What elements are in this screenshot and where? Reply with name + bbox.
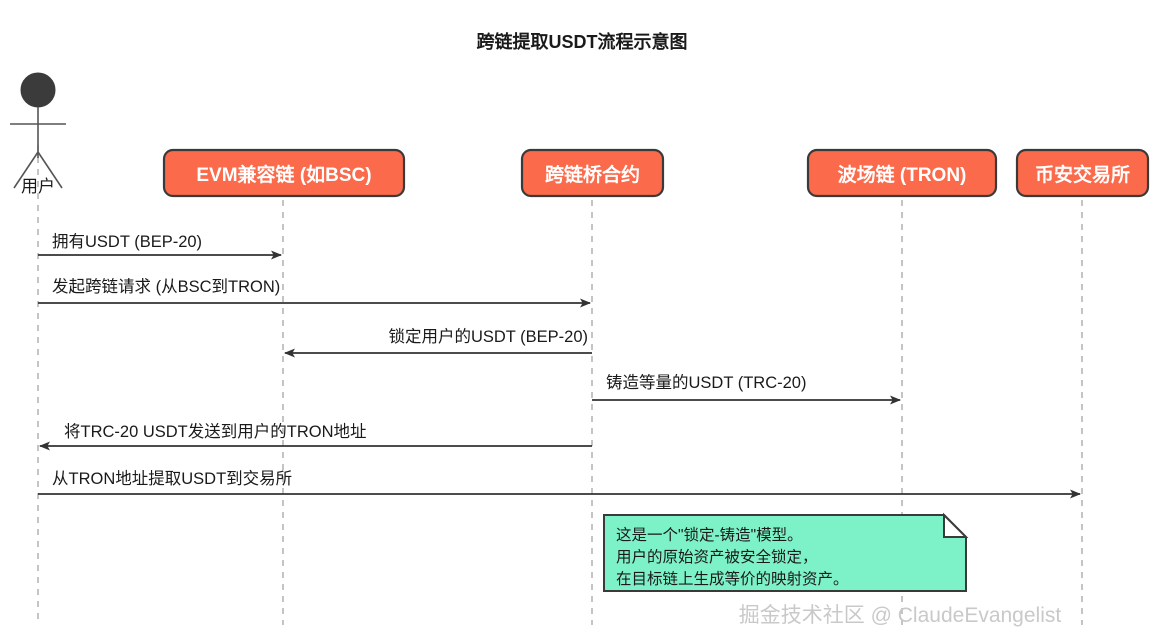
actor-user[interactable]: 用户 <box>10 72 66 196</box>
message-label-1: 拥有USDT (BEP-20) <box>52 232 202 251</box>
message-5[interactable]: 将TRC-20 USDT发送到用户的TRON地址 <box>39 422 592 451</box>
message-label-2: 发起跨链请求 (从BSC到TRON) <box>52 277 280 296</box>
message-4[interactable]: 铸造等量的USDT (TRC-20) <box>592 373 901 405</box>
participant-box-cex[interactable] <box>1015 148 1150 198</box>
participant-label-cex: 币安交易所 <box>1035 163 1130 186</box>
participant-evm[interactable]: EVM兼容链 (如BSC) <box>162 148 406 198</box>
participant-tron[interactable]: 波场链 (TRON) <box>806 148 998 198</box>
participant-label-tron: 波场链 (TRON) <box>838 163 967 186</box>
participant-box-bridge[interactable] <box>520 148 665 198</box>
watermark: 掘金技术社区 @ ClaudeEvangelist <box>739 604 1062 627</box>
page-title: 跨链提取USDT流程示意图 <box>477 31 688 52</box>
message-6[interactable]: 从TRON地址提取USDT到交易所 <box>38 469 1081 499</box>
stick-figure-leg-left-icon <box>13 151 39 189</box>
message-label-5: 将TRC-20 USDT发送到用户的TRON地址 <box>64 422 367 441</box>
message-label-3: 锁定用户的USDT (BEP-20) <box>388 327 588 346</box>
participant-cex[interactable]: 币安交易所 <box>1015 148 1150 198</box>
note-fold-corner-icon <box>943 512 969 538</box>
participant-label-bridge: 跨链桥合约 <box>545 163 640 186</box>
message-1[interactable]: 拥有USDT (BEP-20) <box>38 232 282 260</box>
stick-figure-head-icon <box>20 72 56 108</box>
participant-box-tron[interactable] <box>806 148 998 198</box>
note-line-2: 用户的原始资产被安全锁定， <box>616 548 818 566</box>
message-label-6: 从TRON地址提取USDT到交易所 <box>52 469 292 488</box>
message-2[interactable]: 发起跨链请求 (从BSC到TRON) <box>38 277 591 308</box>
note-box-shape <box>603 514 967 592</box>
actor-label-user: 用户 <box>21 177 55 196</box>
lifelines <box>37 145 1083 625</box>
note-line-1: 这是一个"锁定-铸造"模型。 <box>616 526 803 544</box>
note-lock-mint-model: 这是一个"锁定-铸造"模型。 用户的原始资产被安全锁定， 在目标链上生成等价的映… <box>603 512 969 592</box>
participant-bridge[interactable]: 跨链桥合约 <box>520 148 665 198</box>
message-label-4: 铸造等量的USDT (TRC-20) <box>606 373 806 392</box>
participant-label-evm: EVM兼容链 (如BSC) <box>196 163 371 186</box>
stick-figure-leg-right-icon <box>37 151 63 189</box>
message-3[interactable]: 锁定用户的USDT (BEP-20) <box>284 327 592 358</box>
participant-box-evm[interactable] <box>162 148 406 198</box>
note-line-3: 在目标链上生成等价的映射资产。 <box>616 570 849 588</box>
